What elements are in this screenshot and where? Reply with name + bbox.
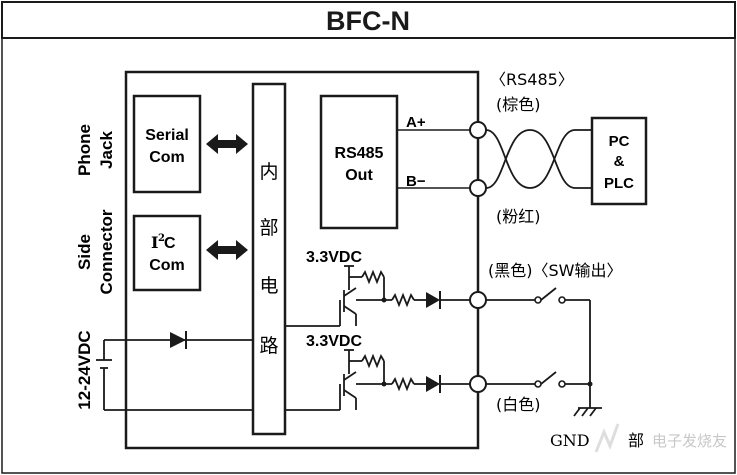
internal-char-2: 部 [259, 217, 278, 239]
output-diode-2 [426, 375, 441, 393]
rs485-box-line1: RS485 [335, 145, 384, 162]
svg-text:Connector: Connector [97, 209, 116, 294]
terminal-white [469, 375, 487, 393]
pc-plc-box [590, 116, 648, 206]
i2c-label-i: I [151, 233, 158, 252]
outer-frame [1, 37, 736, 474]
terminal-black [469, 291, 487, 309]
power-diode [170, 331, 187, 349]
junction-2 [381, 381, 387, 387]
watermark-text: 电子发烧友 [652, 432, 727, 450]
switch-wiring [486, 287, 602, 417]
i2c-label-c: C [164, 235, 176, 252]
amp-label: & [614, 153, 625, 170]
serial-arrow [206, 134, 248, 154]
brown-label: (棕色) [496, 95, 541, 114]
white-label: (白色) [496, 395, 541, 414]
terminal-a [469, 121, 487, 139]
i2c-com-box [132, 214, 202, 292]
rs485-wires [397, 129, 470, 189]
plc-label: PLC [604, 175, 634, 192]
i2c-arrow [206, 240, 248, 260]
output-stage-1 [285, 265, 470, 327]
title-text: BFC-N [326, 6, 410, 36]
black-sw-label: (黑色)〈SW输出〉 [488, 261, 622, 280]
output-diode-1 [426, 291, 441, 309]
power-label: 12-24VDC [75, 330, 94, 409]
switch-contacts [534, 296, 566, 388]
internal-char-3: 电 [259, 275, 278, 297]
watermark-logo [594, 423, 620, 453]
svg-text:Jack: Jack [97, 131, 116, 169]
device-box [124, 70, 480, 450]
vdc-label-2: 3.3VDC [306, 333, 362, 350]
pc-label: PC [609, 133, 630, 150]
power-input-wiring [96, 339, 253, 411]
twisted-pair [485, 129, 592, 189]
serial-com-box [132, 94, 202, 194]
vdc-label-1: 3.3VDC [306, 249, 362, 266]
rs485-box-line2: Out [345, 167, 373, 184]
b-minus-label: B− [406, 173, 426, 190]
side-connector-label: Side Connector [75, 209, 116, 294]
i2c-label-sup: 2 [158, 233, 165, 244]
rs485-out-box [319, 94, 399, 230]
junction-1 [381, 297, 387, 303]
internal-char-4: 路 [259, 335, 278, 357]
phone-jack-label: Phone Jack [75, 124, 116, 176]
a-plus-label: A+ [406, 114, 426, 131]
terminal-b [469, 179, 487, 197]
serial-com-line2: Com [149, 149, 185, 166]
svg-text:Side: Side [75, 234, 94, 270]
internal-char-1: 内 [259, 161, 278, 183]
rs485-tag: 〈RS485〉 [490, 70, 574, 89]
ground-tag: 部 [628, 431, 644, 450]
ground-junction [587, 381, 593, 387]
gnd-label: GND [550, 431, 590, 450]
serial-com-line1: Serial [145, 127, 189, 144]
pink-red-label: (粉红) [496, 207, 541, 226]
internal-circuit-box [251, 82, 287, 436]
svg-text:Phone: Phone [75, 124, 94, 176]
i2c-label-com: Com [149, 257, 185, 274]
output-stage-2 [285, 349, 470, 411]
